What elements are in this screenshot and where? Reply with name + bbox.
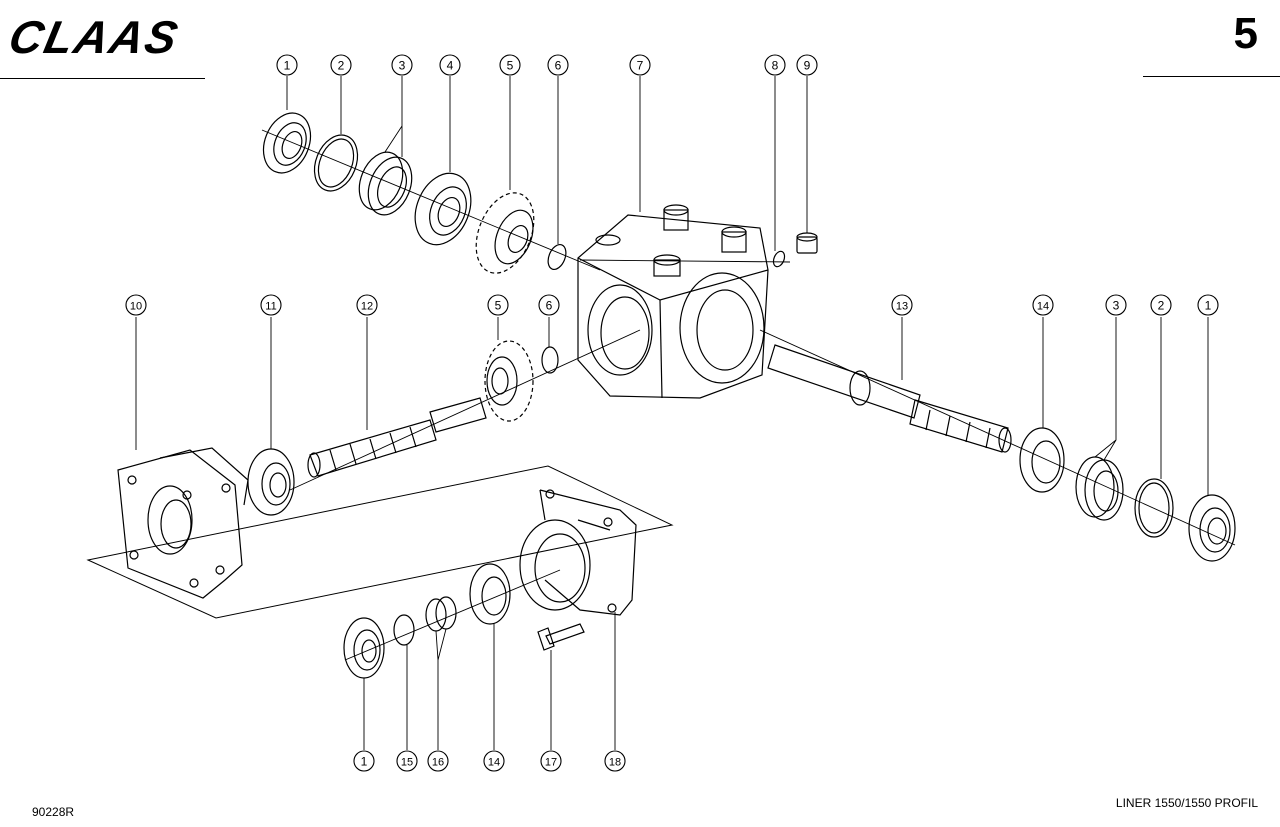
part-9-plug	[796, 232, 818, 254]
callout-label: 1	[284, 59, 291, 73]
part-18-bearing-housing	[519, 489, 637, 616]
callout-label: 13	[896, 301, 908, 313]
callout-label: 15	[401, 757, 413, 769]
callout-label: 11	[265, 301, 276, 313]
callout-1: 1	[353, 750, 375, 772]
callout-3: 3	[1105, 294, 1127, 316]
part-15-circlip-lower	[393, 614, 415, 646]
part-10-flange	[117, 447, 249, 599]
callout-label: 16	[432, 757, 444, 769]
part-2-circlip-top	[313, 134, 359, 192]
callout-8: 8	[764, 54, 786, 76]
part-13-shaft-right	[767, 344, 1012, 453]
part-6-ring-top	[547, 243, 567, 271]
callout-label: 2	[338, 59, 345, 73]
callout-10: 10	[125, 294, 147, 316]
callout-12: 12	[356, 294, 378, 316]
callout-16: 16	[427, 750, 449, 772]
callout-2: 2	[1150, 294, 1172, 316]
part-8-washer	[772, 250, 786, 268]
callout-6: 6	[538, 294, 560, 316]
callout-6: 6	[547, 54, 569, 76]
callout-label: 1	[1205, 299, 1212, 313]
callout-14: 14	[483, 750, 505, 772]
drawing-code: 90228R	[32, 805, 75, 819]
part-12-shaft-left	[307, 397, 487, 478]
model-name: LINER 1550/1550 PROFIL	[1115, 796, 1258, 810]
callout-1: 1	[1197, 294, 1219, 316]
callout-label: 5	[507, 59, 514, 73]
callout-label: 12	[361, 301, 373, 313]
callout-13: 13	[891, 294, 913, 316]
part-4-bearing-top	[414, 172, 472, 246]
callout-label: 10	[130, 301, 142, 313]
callout-label: 9	[804, 59, 811, 73]
part-16-shims-lower	[425, 596, 457, 632]
callout-label: 18	[609, 757, 621, 769]
part-1-seal-right	[1188, 494, 1236, 562]
part-14-bearing-lower	[469, 563, 511, 625]
part-5-bevel-gear-mid	[484, 340, 534, 422]
callout-2: 2	[330, 54, 352, 76]
callout-label: 17	[545, 757, 557, 769]
callout-label: 14	[1037, 301, 1049, 313]
leader-lines	[135, 76, 1209, 750]
callout-1: 1	[276, 54, 298, 76]
callout-label: 4	[447, 59, 454, 73]
part-1-seal-top	[262, 112, 312, 174]
part-3-shims-top	[358, 151, 413, 216]
part-5-bevel-gear-top	[475, 192, 535, 274]
callout-label: 14	[488, 757, 500, 769]
callout-17: 17	[540, 750, 562, 772]
header-rule-left	[0, 78, 205, 79]
part-6-ring-mid	[541, 346, 559, 374]
part-7-gearbox-housing	[577, 204, 769, 399]
part-17-bolt	[537, 623, 585, 651]
callout-5: 5	[499, 54, 521, 76]
part-14-bearing-right	[1019, 427, 1065, 493]
callout-3: 3	[391, 54, 413, 76]
header-rule-right	[1143, 76, 1280, 77]
callout-5: 5	[487, 294, 509, 316]
part-11-bearing-left	[247, 448, 295, 516]
callout-14: 14	[1032, 294, 1054, 316]
part-3-shims-right	[1075, 456, 1124, 521]
callout-label: 5	[495, 299, 502, 313]
callout-4: 4	[439, 54, 461, 76]
callout-9: 9	[796, 54, 818, 76]
callout-7: 7	[629, 54, 651, 76]
callout-label: 1	[361, 755, 368, 769]
callout-label: 7	[637, 59, 644, 73]
part-2-circlip-right	[1134, 478, 1174, 538]
callout-label: 8	[772, 59, 779, 73]
callout-label: 3	[399, 59, 406, 73]
callout-label: 6	[546, 299, 553, 313]
callout-label: 6	[555, 59, 562, 73]
callout-18: 18	[604, 750, 626, 772]
page-number: 5	[1233, 9, 1258, 58]
callout-11: 11	[260, 294, 282, 316]
callout-label: 3	[1113, 299, 1120, 313]
callout-15: 15	[396, 750, 418, 772]
part-1-seal-lower	[343, 617, 385, 679]
callout-label: 2	[1158, 299, 1165, 313]
